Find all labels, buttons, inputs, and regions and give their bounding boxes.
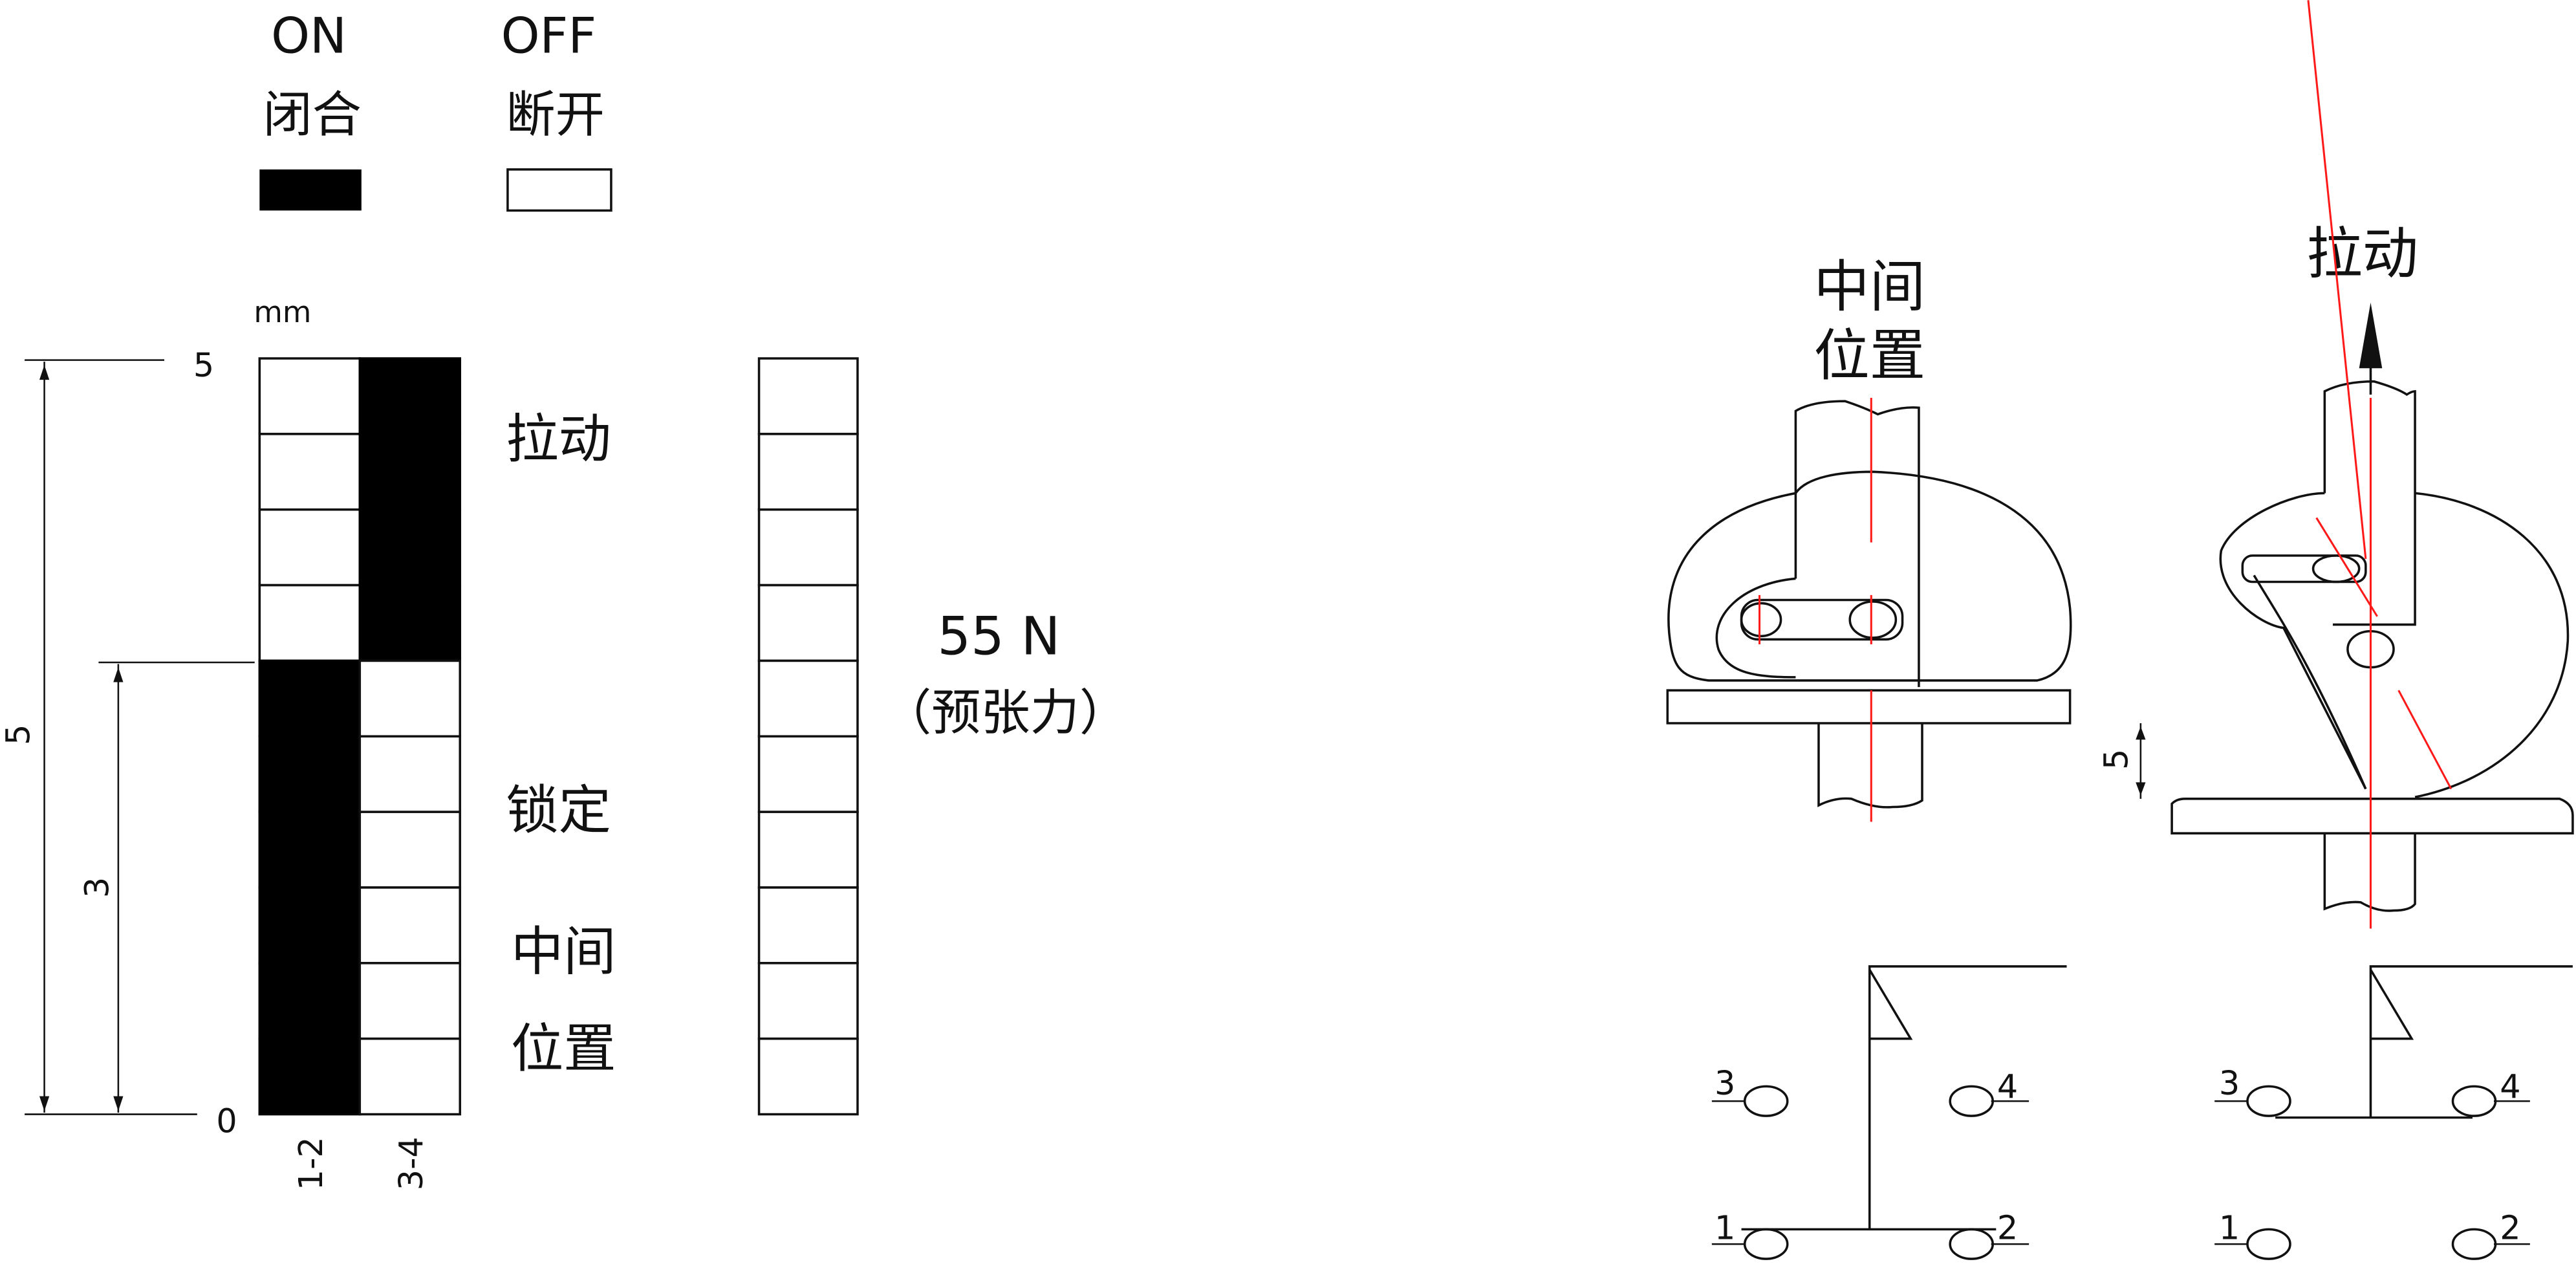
cell-3-4-off: [358, 659, 462, 738]
dimension-lock: 3: [78, 877, 116, 898]
scale-bottom: 0: [216, 1102, 237, 1140]
contact-4-middle: 4: [1997, 1067, 2018, 1106]
middle-title-1: 中间: [1813, 255, 1925, 320]
cell-1-2-on: [258, 1037, 362, 1116]
force-cell: [757, 357, 859, 435]
force-cell: [757, 886, 859, 964]
cell-1-2-off: [258, 508, 362, 587]
force-cell: [757, 1037, 859, 1116]
middle-title-2: 位置: [1813, 323, 1925, 388]
zone-label-pull: 拉动: [506, 409, 611, 470]
dimension-total: 5: [0, 725, 38, 745]
zone-label-lock: 锁定: [506, 781, 611, 842]
force-cell: [757, 811, 859, 889]
cell-1-2-on: [258, 735, 362, 813]
switching-cells: [258, 357, 859, 1116]
switch-middle: [1711, 965, 2067, 1260]
force-cell: [757, 433, 859, 511]
dimension-lines: [25, 359, 255, 1115]
cell-3-4-on: [358, 433, 462, 511]
switch-pulled: [2214, 965, 2573, 1260]
cell-1-2-off: [258, 433, 362, 511]
cell-3-4-on: [358, 583, 462, 662]
legend-on-label-cn: 闭合: [263, 86, 361, 144]
contact-4-pulled: 4: [2500, 1067, 2520, 1106]
force-value: 55 N: [937, 606, 1060, 667]
unit-label: mm: [254, 295, 311, 329]
travel-dimension: [2136, 723, 2146, 799]
zone-label-middle-1: 中间: [511, 922, 616, 983]
contact-2-middle: 2: [1997, 1209, 2018, 1247]
cell-1-2-on: [258, 886, 362, 964]
force-cell: [757, 735, 859, 813]
cell-3-4-off: [358, 735, 462, 813]
cell-3-4-off: [358, 962, 462, 1040]
cell-1-2-off: [258, 357, 362, 435]
scale-top: 5: [193, 346, 214, 384]
legend-on-swatch: [259, 169, 362, 211]
column-label-3-4: 3-4: [392, 1137, 430, 1190]
cell-1-2-on: [258, 811, 362, 889]
legend-off-label-cn: 断开: [506, 86, 604, 144]
cell-3-4-off: [358, 886, 462, 964]
legend-off-label: OFF: [501, 7, 597, 65]
cell-3-4-on: [358, 357, 462, 435]
force-cell: [757, 583, 859, 662]
force-cell: [757, 659, 859, 738]
legend-on-label: ON: [271, 7, 347, 65]
pulled-title: 拉动: [2306, 222, 2418, 287]
cell-1-2-on: [258, 962, 362, 1040]
legend-off-swatch: [506, 168, 612, 212]
cell-1-2-off: [258, 583, 362, 662]
contact-2-pulled: 2: [2500, 1209, 2520, 1247]
contact-1-middle: 1: [1715, 1209, 1735, 1247]
force-note: （预张力）: [882, 684, 1129, 741]
cell-3-4-off: [358, 1037, 462, 1116]
force-cell: [757, 962, 859, 1040]
cell-1-2-on: [258, 659, 362, 738]
zone-label-middle-2: 位置: [511, 1019, 616, 1080]
force-cell: [757, 508, 859, 587]
actuator-pulled: [2170, 0, 2574, 929]
contact-1-pulled: 1: [2219, 1209, 2240, 1247]
contact-3-pulled: 3: [2219, 1064, 2240, 1102]
cell-3-4-off: [358, 811, 462, 889]
cell-3-4-on: [358, 508, 462, 587]
column-label-1-2: 1-2: [292, 1137, 330, 1190]
actuator-middle: [1666, 398, 2072, 822]
contact-3-middle: 3: [1715, 1064, 1735, 1102]
travel-label: 5: [2097, 749, 2136, 770]
